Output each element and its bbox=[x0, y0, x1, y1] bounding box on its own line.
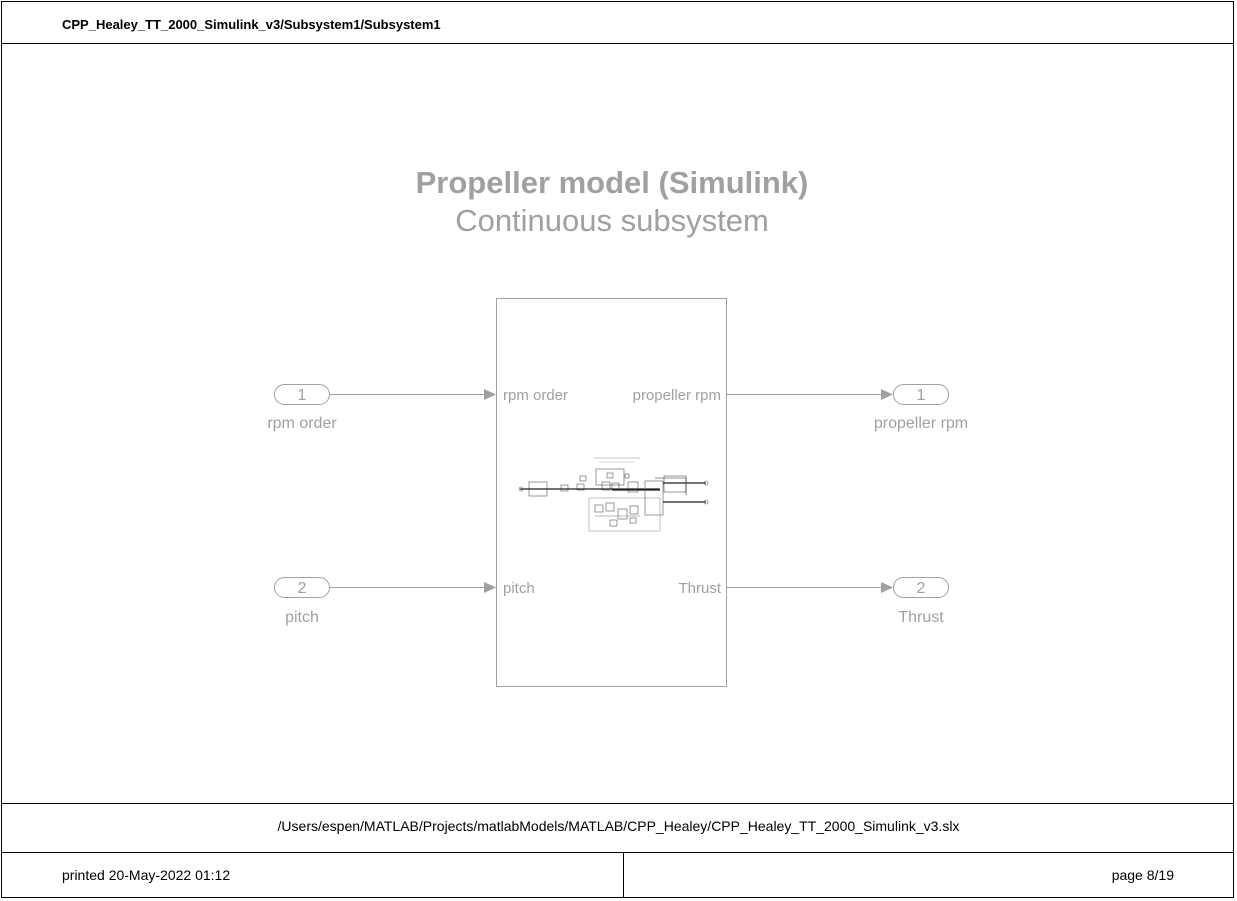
outport-name: Thrust bbox=[898, 609, 944, 626]
inport-number: 1 bbox=[298, 387, 307, 404]
outport-thrust[interactable]: 2 Thrust bbox=[893, 577, 949, 627]
inport-rpm-order[interactable]: 1 rpm order bbox=[267, 384, 337, 433]
subsystem-output-port-label: propeller rpm bbox=[633, 387, 721, 404]
outport-number: 2 bbox=[917, 580, 926, 597]
inport-name: pitch bbox=[285, 609, 319, 626]
outport-number: 1 bbox=[917, 387, 926, 404]
subsystem-output-port-label: Thrust bbox=[678, 580, 721, 597]
annotation-subtitle: Continuous subsystem bbox=[455, 203, 769, 238]
outport-propeller-rpm[interactable]: 1 propeller rpm bbox=[874, 384, 968, 433]
printed-timestamp: printed 20-May-2022 01:12 bbox=[62, 867, 231, 883]
inport-number: 2 bbox=[298, 580, 307, 597]
signal-line-propeller-rpm[interactable] bbox=[727, 389, 893, 400]
subsystem-block[interactable]: rpm order pitch propeller rpm Thrust bbox=[496, 298, 727, 687]
footer-divider-bottom bbox=[2, 852, 1233, 853]
footer-divider-top bbox=[2, 803, 1233, 804]
page-title: CPP_Healey_TT_2000_Simulink_v3/Subsystem… bbox=[62, 17, 441, 32]
outport-name: propeller rpm bbox=[874, 415, 968, 432]
annotation-title: Propeller model (Simulink) bbox=[416, 165, 809, 200]
page-number: page 8/19 bbox=[1111, 867, 1174, 883]
signal-line-thrust[interactable] bbox=[727, 582, 893, 593]
footer-column-divider bbox=[623, 852, 624, 898]
signal-line-pitch[interactable] bbox=[330, 582, 496, 593]
inport-name: rpm order bbox=[267, 415, 337, 432]
subsystem-input-port-label: rpm order bbox=[503, 387, 568, 404]
model-file-path: /Users/espen/MATLAB/Projects/matlabModel… bbox=[277, 818, 960, 834]
signal-line-rpm-order[interactable] bbox=[330, 389, 496, 400]
subsystem-thumbnail-icon bbox=[518, 457, 709, 532]
header-divider bbox=[2, 43, 1233, 44]
subsystem-input-port-label: pitch bbox=[503, 580, 535, 597]
inport-pitch[interactable]: 2 pitch bbox=[274, 577, 330, 627]
